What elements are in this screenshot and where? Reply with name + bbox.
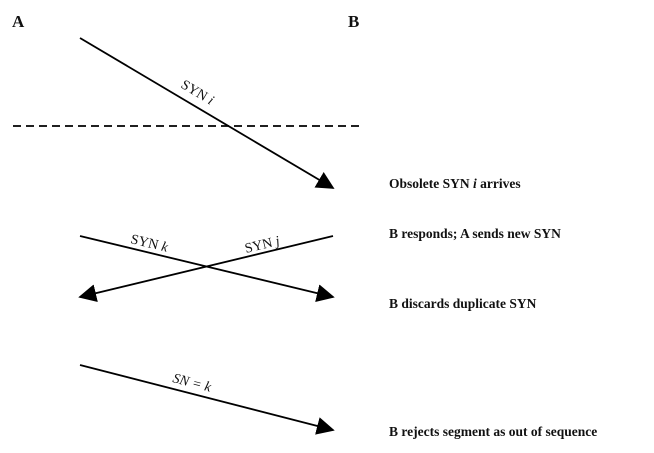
endpoint-b-label: B [348,12,360,31]
event-b-discards-duplicate: B discards duplicate SYN [389,296,537,311]
event-text: arrives [476,176,521,191]
label-syn-i: SYN i [178,78,216,109]
arrow-syn-i [79,37,335,189]
arrow-syn-j [78,235,334,302]
label-syn-k: SYN k [129,232,170,256]
event-var: i [473,176,477,191]
event-b-responds: B responds; A sends new SYN [389,226,561,241]
event-obsolete-syn-arrives: Obsolete SYN i arrives [389,176,521,192]
event-text: Obsolete SYN [389,176,473,191]
label-syn-j: SYN j [243,234,281,257]
label-sn-k: SN = k [171,371,213,395]
arrow-sn-k [79,364,335,435]
endpoint-a-label: A [12,12,25,31]
event-b-rejects-segment: B rejects segment as out of sequence [389,424,598,439]
